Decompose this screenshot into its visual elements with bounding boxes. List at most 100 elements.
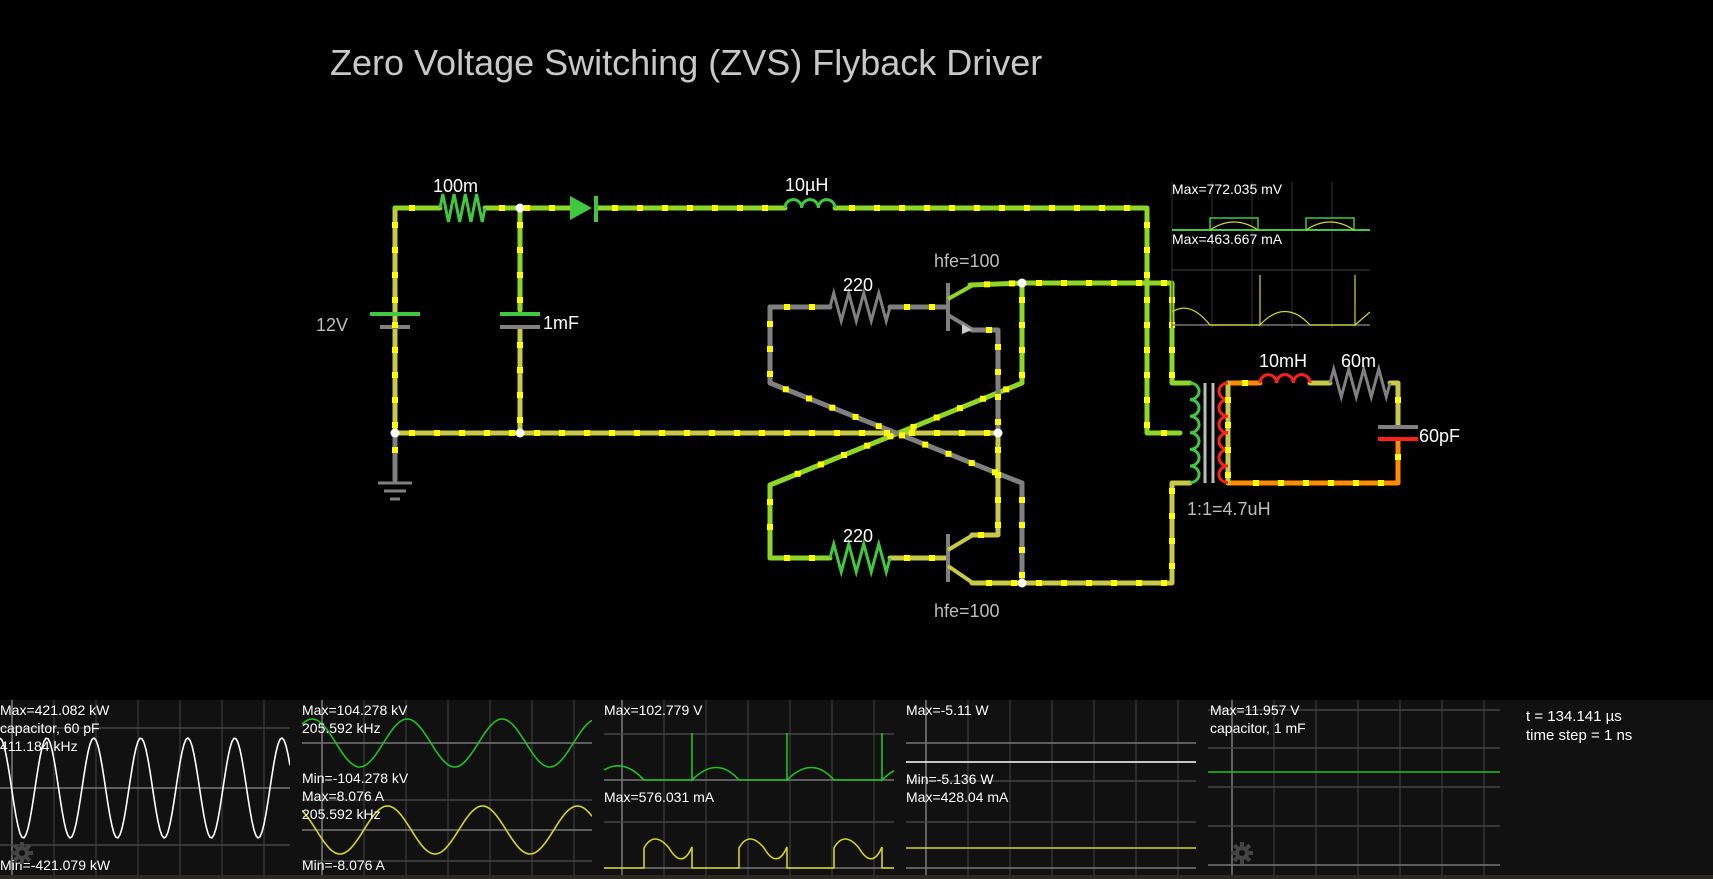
current-dot <box>978 532 984 538</box>
current-dot <box>875 423 882 430</box>
current-dot <box>392 422 398 428</box>
current-dot <box>884 430 890 436</box>
voltage-source-label: 12V <box>316 315 349 335</box>
current-dot <box>509 430 515 436</box>
current-dot <box>974 205 980 211</box>
current-dot <box>1019 522 1025 528</box>
wire-emitter-bottom[interactable] <box>969 480 1193 586</box>
current-dot <box>1395 454 1401 460</box>
scope-dc-power[interactable]: Max=-5.11 W Min=-5.136 W Max=428.04 mA <box>906 700 1196 875</box>
current-dot <box>995 344 1001 350</box>
scope-current-max: Max=576.031 mA <box>604 789 715 805</box>
current-dot <box>924 205 930 211</box>
resistor-220-bottom-label: 220 <box>843 526 874 546</box>
current-dot <box>887 433 894 440</box>
current-dot <box>1019 497 1025 503</box>
junction-node <box>515 428 525 438</box>
scope-current-frequency: 205.592 kHz <box>302 806 381 822</box>
current-dot <box>933 414 940 421</box>
current-dot <box>434 430 440 436</box>
current-dot <box>767 524 773 530</box>
current-dot <box>864 442 871 449</box>
current-dot <box>549 205 555 211</box>
current-dot <box>517 272 523 278</box>
circuit-title: Zero Voltage Switching (ZVS) Flyback Dri… <box>330 42 1043 83</box>
current-dot <box>1225 472 1231 478</box>
transistor-bottom-collector <box>946 533 975 552</box>
current-dot <box>1049 205 1055 211</box>
scope-voltage-current-sine[interactable]: Max=104.278 kV 205.592 kHz Min=-104.278 … <box>302 700 592 875</box>
current-dot <box>767 499 773 505</box>
inline-scope-voltage-trace <box>1209 217 1355 230</box>
gear-icon[interactable] <box>10 841 34 865</box>
current-dot <box>759 430 765 436</box>
current-dot <box>1169 488 1175 494</box>
current-dot <box>712 205 718 211</box>
transformer-primary <box>1189 381 1201 485</box>
transistor-top-emitter <box>946 313 975 332</box>
circuit-canvas[interactable] <box>0 0 1713 700</box>
current-dot <box>1378 480 1384 486</box>
current-dot <box>517 222 523 228</box>
current-dot <box>1225 447 1231 453</box>
current-dot <box>841 452 848 459</box>
current-dot <box>517 417 523 423</box>
current-dot <box>1061 580 1067 586</box>
current-dot <box>784 555 790 561</box>
current-dot <box>734 430 740 436</box>
scope-power-capacitor[interactable]: Max=421.082 kW capacitor, 60 pF 411.184 … <box>0 700 290 875</box>
scope-power-min: Min=-5.136 W <box>906 771 994 787</box>
current-dot <box>517 392 523 398</box>
current-dot <box>767 321 773 327</box>
current-dot <box>1242 380 1248 386</box>
current-dot <box>1144 347 1150 353</box>
current-dot <box>1086 580 1092 586</box>
current-dot <box>929 304 935 310</box>
current-dot <box>980 395 987 402</box>
simulation-time: t = 134.141 µs <box>1526 708 1622 725</box>
wire-secondary-bottom[interactable] <box>1225 437 1401 486</box>
current-dot <box>1161 580 1167 586</box>
inline-scope-voltage-max: Max=772.035 mV <box>1172 181 1283 197</box>
current-dot <box>1225 397 1231 403</box>
current-dot <box>817 461 824 468</box>
inductor-10uh <box>783 198 837 209</box>
current-dot <box>612 205 618 211</box>
wire-secondary-right-top[interactable] <box>1387 380 1401 428</box>
scope-dc-power-plot <box>906 700 1196 875</box>
current-dot <box>1008 280 1015 287</box>
current-dot <box>986 327 992 333</box>
current-dot <box>1003 386 1010 393</box>
scope-panel: Max=421.082 kW capacitor, 60 pF 411.184 … <box>0 700 1713 879</box>
inline-scope-current-trace <box>1171 275 1371 327</box>
current-dot <box>1353 480 1359 486</box>
wire-cross-gray[interactable] <box>767 304 1025 586</box>
wire-emitter-top[interactable] <box>969 327 1001 436</box>
current-dot <box>1019 547 1025 553</box>
current-dot <box>929 555 935 561</box>
current-dot <box>392 247 398 253</box>
capacitor-1mf-label: 1mF <box>543 313 579 333</box>
transistor-top-collector <box>947 283 974 301</box>
scope-transistor[interactable]: Max=102.779 V Max=576.031 mA <box>604 700 894 875</box>
simulation-info: t = 134.141 µs time step = 1 ns <box>1526 707 1632 745</box>
current-dot <box>584 430 590 436</box>
wire-collector-top[interactable] <box>967 280 1193 386</box>
current-dot <box>899 205 905 211</box>
scope-trace-current <box>302 805 592 855</box>
current-dot <box>995 394 1001 400</box>
transistor-bottom-label: hfe=100 <box>934 601 1000 621</box>
current-dot <box>737 205 743 211</box>
scope-max-label: Max=421.082 kW <box>0 702 110 718</box>
current-dot <box>1111 580 1117 586</box>
wire-cross-green[interactable] <box>767 280 1025 561</box>
wire-emitter-bottom-up[interactable] <box>969 430 1001 538</box>
current-dot <box>499 205 505 211</box>
gear-icon[interactable] <box>1230 841 1254 865</box>
current-dot <box>517 342 523 348</box>
scope-capacitor-1mf[interactable]: Max=11.957 V capacitor, 1 mF <box>1208 700 1500 875</box>
current-dot <box>784 304 790 310</box>
current-dot <box>1086 280 1092 286</box>
current-dot <box>904 555 910 561</box>
resistor-100m-label: 100m <box>433 176 479 196</box>
